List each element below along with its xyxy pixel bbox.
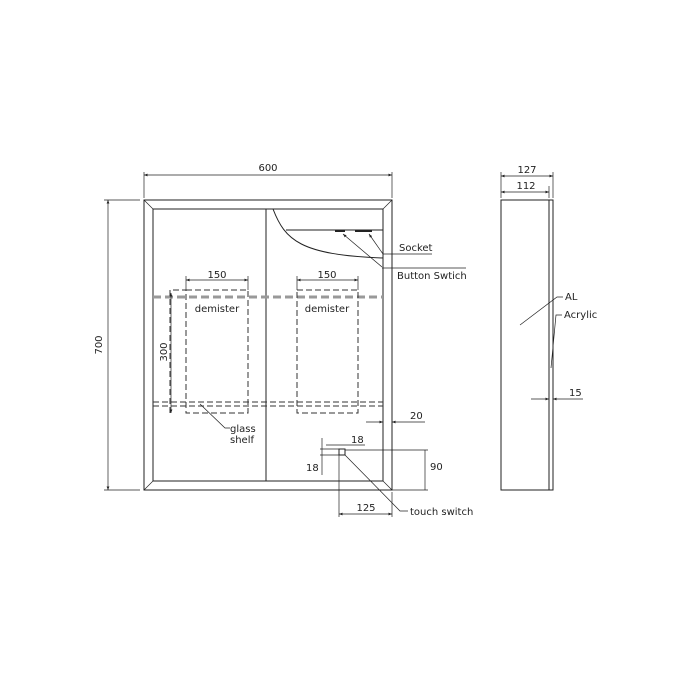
switch-from-bottom-label: 90	[430, 462, 443, 473]
acrylic-label: Acrylic	[564, 310, 597, 321]
glass-shelf-label-1: glass	[230, 424, 256, 435]
side-body	[500, 199, 550, 491]
acrylic-strip	[548, 199, 554, 491]
front-view: 600 700 Socket Button Swtich 150 150 dem…	[94, 163, 473, 518]
frame-miters	[143, 199, 393, 491]
button-switch-label: Button Swtich	[397, 271, 467, 282]
touch-switch	[338, 448, 346, 456]
al-label: AL	[565, 292, 578, 303]
glass-shelf-label-2: shelf	[230, 435, 254, 446]
switch-height-label: 18	[306, 463, 319, 474]
cabinet-inner-frame	[152, 208, 384, 482]
touch-switch-label: touch switch	[410, 507, 473, 518]
demister-label-right: demister	[305, 304, 350, 315]
demister-height-label: 300	[159, 342, 170, 361]
width-dim-label: 600	[258, 163, 277, 174]
socket-label: Socket	[399, 243, 433, 254]
demister-width-left: 150	[207, 270, 226, 281]
edge-dim-label: 20	[410, 411, 423, 422]
acrylic-dim-label: 15	[569, 388, 582, 399]
body-depth-label: 112	[516, 181, 535, 192]
height-dim-label: 700	[94, 335, 105, 354]
demister-label-left: demister	[195, 304, 240, 315]
switch-from-right-label: 125	[356, 503, 375, 514]
demister-left	[185, 289, 249, 414]
switch-width-label: 18	[351, 435, 364, 446]
demister-right	[296, 289, 359, 414]
cabinet-outer-frame	[143, 199, 393, 491]
side-view: 127 112 AL Acrylic 15	[500, 165, 597, 491]
total-depth-label: 127	[517, 165, 536, 176]
demister-width-right: 150	[317, 270, 336, 281]
light-curve	[272, 208, 384, 259]
